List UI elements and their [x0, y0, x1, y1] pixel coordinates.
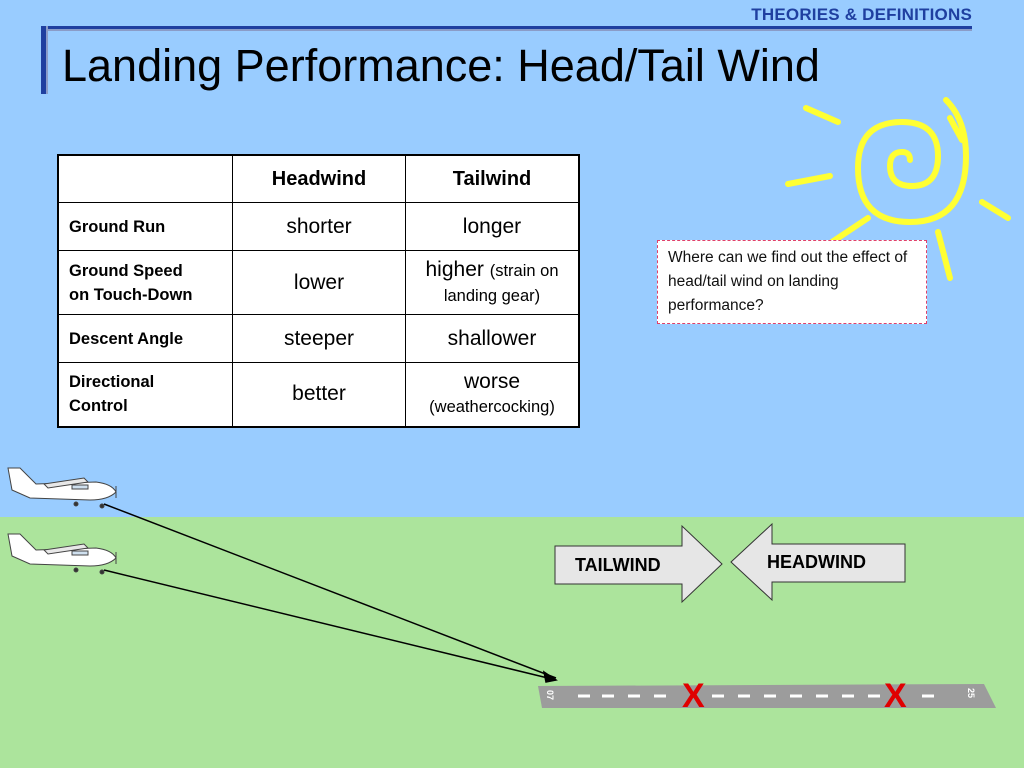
headwind-cell: steeper [232, 314, 406, 363]
column-header-tailwind: Tailwind [405, 154, 580, 203]
column-header-headwind: Headwind [232, 154, 406, 203]
row-label: Ground Run [57, 202, 233, 251]
performance-table: Headwind Tailwind Ground Run shorter lon… [57, 154, 580, 428]
headwind-label: HEADWIND [767, 552, 866, 572]
headwind-cell: shorter [232, 202, 406, 251]
headwind-cell: better [232, 362, 406, 427]
table-row: Ground Run shorter longer [57, 202, 580, 251]
tailwind-cell: worse (weathercocking) [405, 362, 580, 427]
glide-path-lines [103, 503, 558, 683]
title-accent-bar [41, 26, 46, 94]
tailwind-note: (strain on landing gear) [443, 261, 559, 305]
touchdown-marker-headwind: X [884, 677, 907, 715]
tailwind-cell: higher (strain on landing gear) [405, 250, 580, 315]
slide-title: Landing Performance: Head/Tail Wind [62, 40, 820, 91]
headwind-arrow-shape [730, 522, 906, 602]
tailwind-cell: longer [405, 202, 580, 251]
touchdown-marker-tailwind: X [682, 677, 705, 715]
title-accent-bar-shadow [46, 26, 48, 94]
row-label: Descent Angle [57, 314, 233, 363]
headwind-cell: lower [232, 250, 406, 315]
runway-number-right: 25 [966, 687, 977, 699]
tailwind-cell: shallower [405, 314, 580, 363]
table-corner-cell [57, 154, 233, 203]
airplane-icon [7, 533, 117, 575]
table-row: Descent Angle steeper shallower [57, 314, 580, 363]
header-rule-shadow [46, 29, 972, 31]
tailwind-label: TAILWIND [575, 555, 661, 575]
tailwind-note: (weathercocking) [429, 397, 555, 416]
header-rule [46, 26, 972, 29]
airplane-icon [7, 467, 117, 509]
question-note: Where can we find out the effect of head… [657, 240, 927, 324]
runway-number-left: 07 [545, 689, 556, 701]
sun-icon [785, 97, 1011, 281]
table-header-row: Headwind Tailwind [57, 154, 580, 203]
runway-icon [538, 684, 996, 708]
tailwind-arrow-shape [554, 524, 723, 604]
section-label: THEORIES & DEFINITIONS [751, 5, 972, 24]
